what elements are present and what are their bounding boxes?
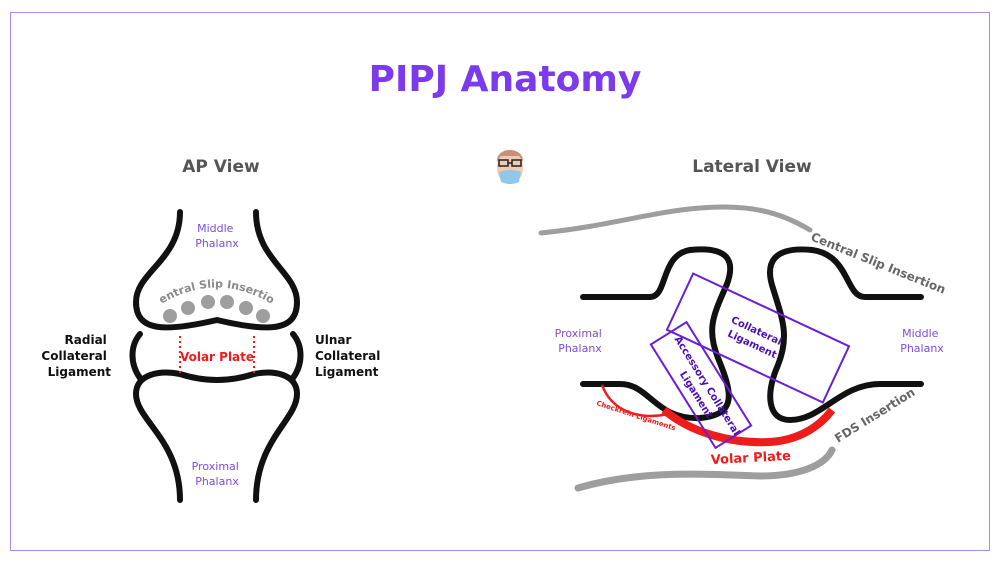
- central-slip-dot: [220, 295, 234, 309]
- surgeon-avatar-icon: [496, 150, 524, 184]
- lateral-view: Lateral View Collateral Ligament Accesso…: [538, 157, 948, 492]
- central-slip-dot: [239, 301, 253, 315]
- fds-band: [574, 446, 836, 492]
- collateral-ligament-box: [665, 272, 851, 404]
- ap-central-slip-label: Central Slip Insertion: [0, 0, 277, 307]
- ap-middle-phalanx-label: Middle Phalanx: [195, 222, 239, 250]
- lateral-middle-phalanx-label: Middle Phalanx: [900, 327, 944, 355]
- ap-radial-collateral-band: [129, 331, 143, 381]
- lateral-volar-plate: [661, 406, 836, 447]
- ap-ulnar-collateral-band: [290, 331, 304, 381]
- checkrein-ligaments-line: [600, 384, 669, 418]
- ap-proximal-phalanx-bone: [132, 369, 301, 503]
- lateral-middle-phalanx-bone: [767, 246, 924, 424]
- lateral-view-heading: Lateral View: [692, 157, 812, 177]
- ap-volar-plate-label: Volar Plate: [180, 350, 254, 364]
- central-slip-dot: [201, 295, 215, 309]
- central-slip-band: [538, 204, 813, 236]
- page-frame: [10, 12, 990, 551]
- lateral-central-slip-label: Central Slip Insertion: [809, 230, 948, 297]
- collateral-ligament-label: Collateral Ligament: [723, 315, 786, 362]
- ap-proximal-phalanx-label: Proximal Phalanx: [192, 460, 243, 488]
- radial-collateral-ligament-label: Radial Collateral Ligament: [41, 333, 111, 379]
- central-slip-dot: [256, 309, 270, 323]
- ap-view: AP View Central Slip Insertion Volar Pla…: [0, 0, 385, 503]
- lateral-proximal-phalanx-label: Proximal Phalanx: [555, 327, 606, 355]
- ulnar-collateral-ligament-label: Ulnar Collateral Ligament: [315, 333, 385, 379]
- central-slip-dot: [181, 301, 195, 315]
- lateral-volar-plate-label: Volar Plate: [710, 449, 791, 468]
- accessory-collateral-ligament-box: [649, 320, 753, 450]
- central-slip-dot: [163, 309, 177, 323]
- ap-middle-phalanx-bone: [132, 209, 301, 331]
- ap-view-heading: AP View: [182, 157, 260, 177]
- page-title: PIPJ Anatomy: [369, 59, 642, 100]
